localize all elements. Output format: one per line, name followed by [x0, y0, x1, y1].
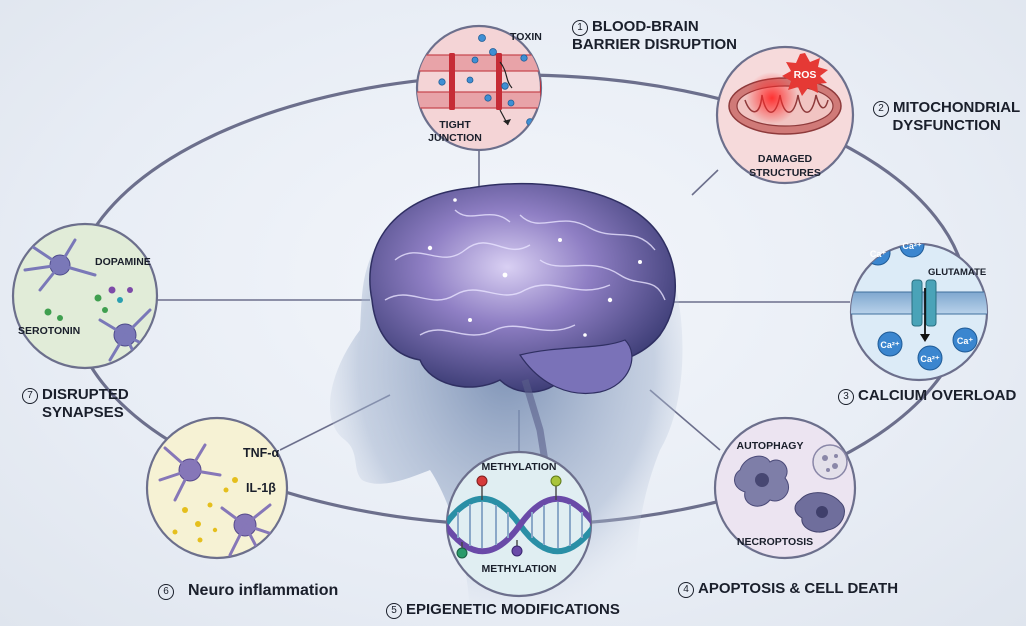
title-line-1: CALCIUM OVERLOAD: [858, 387, 1017, 404]
methylation-bottom-label: METHYLATION: [481, 563, 556, 575]
node-neuroinflammation: TNF-α IL-1β: [145, 416, 289, 560]
number-badge: 6: [158, 584, 174, 600]
tight-junction-label-line1: TIGHT: [439, 119, 471, 131]
node-mitochondrial: ROS DAMAGED STRUCTURES: [715, 45, 855, 185]
glutamate-label: GLUTAMATE: [928, 267, 986, 278]
ros-burst-icon: [782, 53, 828, 96]
il-label: IL-1β: [246, 481, 276, 495]
toxin-label: TOXIN: [510, 31, 542, 43]
autophagy-label: AUTOPHAGY: [737, 440, 804, 452]
node-disrupted-synapses: DOPAMINE SEROTONIN: [11, 222, 159, 370]
ion-label-5: Ca⁺: [957, 336, 974, 346]
title-line-1: MITOCHONDRIAL: [893, 99, 1021, 116]
title-line-1: DISRUPTED: [42, 386, 129, 403]
number-badge: 2: [873, 101, 889, 117]
methylation-top-label: METHYLATION: [481, 461, 556, 473]
dopamine-label: DOPAMINE: [95, 256, 151, 268]
ion-label-1: Ca⁺: [870, 249, 887, 259]
title-line-2: SYNAPSES: [42, 404, 124, 421]
number-badge: 4: [678, 582, 694, 598]
node-apoptosis: AUTOPHAGY NECROPTOSIS: [713, 416, 857, 560]
brain-illustration: [369, 182, 676, 481]
node-epigenetic: METHYLATION METHYLATION: [445, 450, 593, 598]
damaged-label-line1: DAMAGED: [758, 153, 813, 165]
necroptosis-label: NECROPTOSIS: [737, 536, 813, 548]
node-calcium-overload: Ca⁺ Ca²⁺ Ca²⁺ Ca²⁺ Ca⁺ GLUTAMATE: [849, 241, 989, 382]
title-line-2: DYSFUNCTION: [892, 117, 1001, 134]
ion-label-2: Ca²⁺: [902, 241, 922, 251]
title-line-1: Neuro inflammation: [188, 582, 339, 599]
serotonin-label: SEROTONIN: [18, 325, 80, 337]
title-neuroinflammation: 6 Neuro inflammation: [158, 582, 338, 600]
title-line-1: EPIGENETIC MODIFICATIONS: [406, 601, 620, 618]
node-blood-brain-barrier: TOXIN TIGHT JUNCTION: [415, 24, 543, 152]
tight-junction-label-line2: JUNCTION: [428, 132, 482, 144]
number-badge: 7: [22, 388, 38, 404]
title-line-1: APOPTOSIS & CELL DEATH: [698, 580, 899, 597]
number-badge: 1: [572, 20, 588, 36]
tnf-label: TNF-α: [243, 446, 279, 460]
title-line-2: BARRIER DISRUPTION: [572, 36, 738, 53]
ion-label-3: Ca²⁺: [880, 340, 900, 350]
ion-label-4: Ca²⁺: [920, 354, 940, 364]
title-line-1: BLOOD-BRAIN: [592, 18, 699, 35]
ros-label: ROS: [794, 69, 817, 81]
damaged-label-line2: STRUCTURES: [749, 167, 821, 179]
number-badge: 5: [386, 603, 402, 619]
number-badge: 3: [838, 389, 854, 405]
